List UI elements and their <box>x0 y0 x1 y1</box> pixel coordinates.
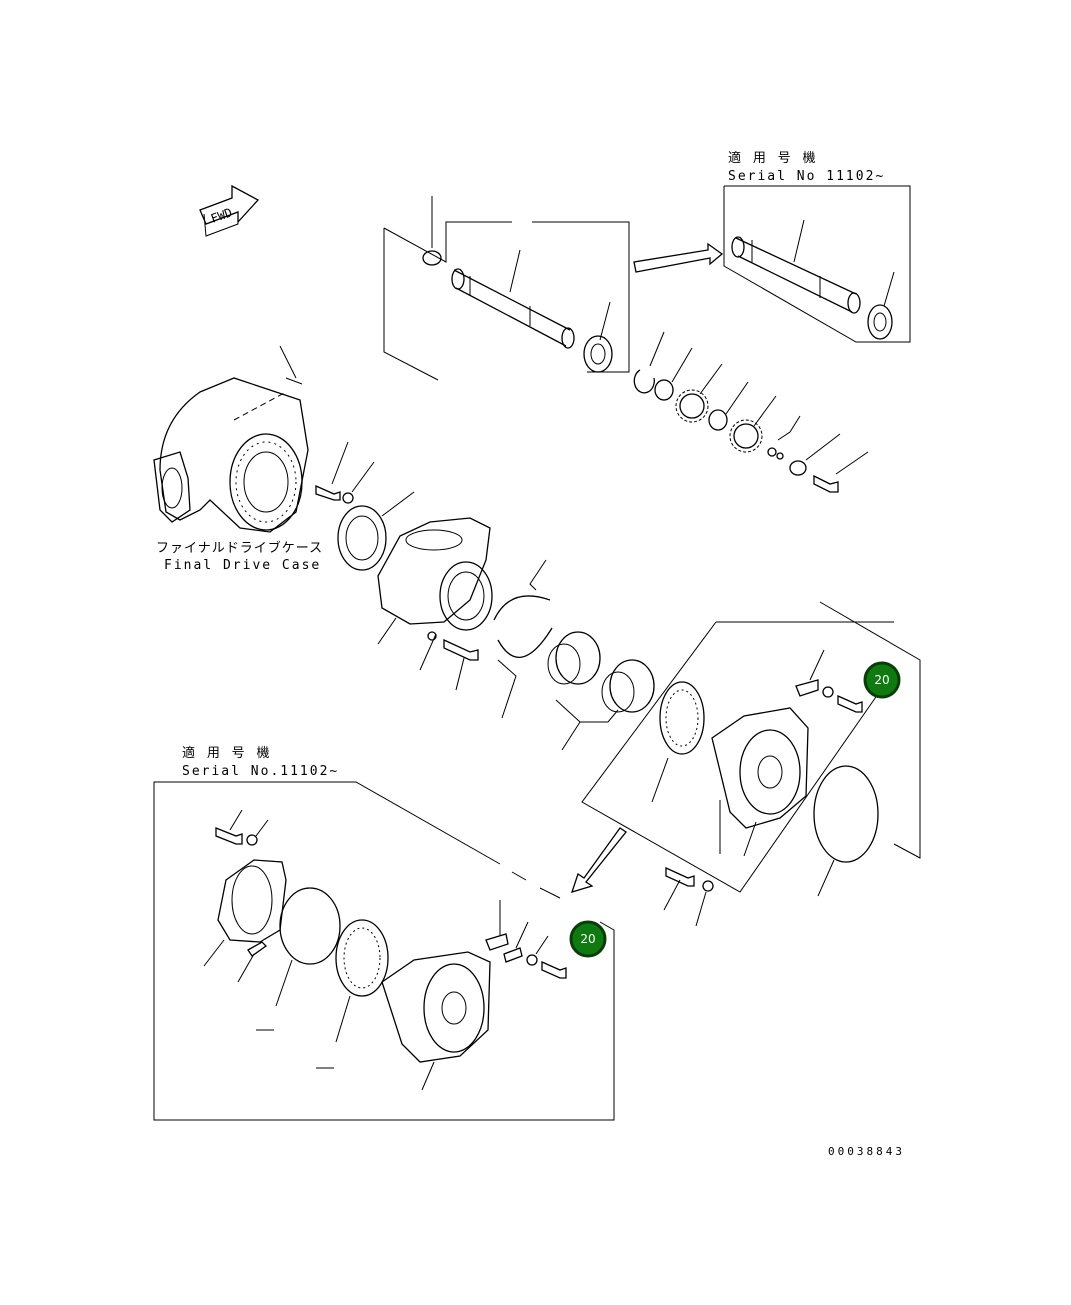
badge-circle <box>569 920 607 958</box>
badge-circle <box>863 661 901 699</box>
badge-number: 20 <box>874 673 889 687</box>
seal-ring <box>422 250 442 266</box>
seal-ring-large <box>659 681 705 755</box>
small-parts-row <box>633 331 869 493</box>
o-ring <box>813 765 879 863</box>
snap-ring <box>633 369 655 394</box>
cover-group-original <box>581 601 921 927</box>
cover-group-new <box>153 781 615 1121</box>
shaft-group-original <box>383 196 630 381</box>
bearing-top <box>583 335 613 373</box>
serial-bottom-jp: 適 用 号 機 <box>182 745 271 761</box>
badge-number: 20 <box>580 932 595 946</box>
replacement-arrow-icon <box>633 242 724 273</box>
serial-top-en: Serial No 11102~ <box>728 169 885 184</box>
callout-badge-20-bottom[interactable]: 20 <box>569 920 607 958</box>
serial-top-jp: 適 用 号 機 <box>728 150 817 166</box>
callout-badge-20-top[interactable]: 20 <box>863 661 901 699</box>
cover-plate <box>711 707 809 829</box>
final-drive-case <box>153 345 309 533</box>
case-label-jp: ファイナルドライブケース <box>156 540 323 556</box>
gear-small <box>679 393 705 419</box>
bolt <box>813 474 839 493</box>
carrier-housing <box>377 517 493 631</box>
main-bearing <box>337 505 387 571</box>
case-label-en: Final Drive Case <box>164 558 321 573</box>
fwd-label: FWD <box>209 205 234 226</box>
serial-bottom-en: Serial No.11102~ <box>182 764 339 779</box>
fwd-arrow-icon: FWD <box>199 184 260 237</box>
shaft-group-new <box>723 185 911 343</box>
replacement-arrow-down-icon <box>570 827 627 893</box>
drive-shaft <box>453 269 571 347</box>
drawing-number: 00038843 <box>828 1145 905 1158</box>
